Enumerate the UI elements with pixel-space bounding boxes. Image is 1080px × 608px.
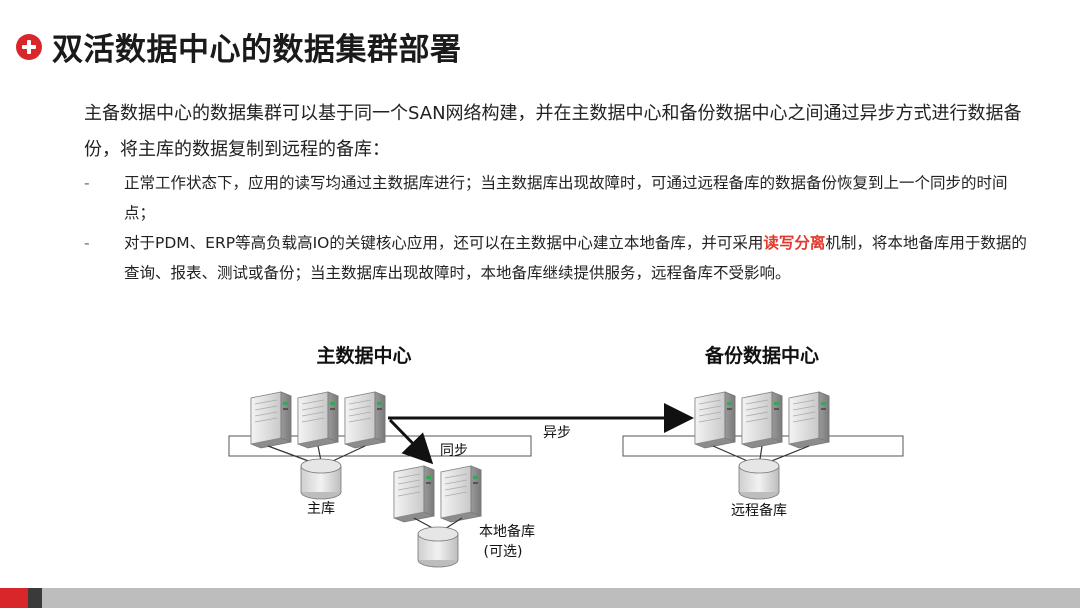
server-icon — [393, 465, 435, 523]
bullet-dash: - — [84, 234, 90, 252]
footer-bar — [0, 588, 1080, 608]
server-icon — [344, 391, 386, 449]
bullet-item-2: - 对于PDM、ERP等高负载高IO的关键核心应用，还可以在主数据中心建立本地备… — [84, 228, 1034, 288]
sync-label: 同步 — [440, 443, 468, 459]
architecture-diagram: 主数据中心 备份数据中心 主库 本地备库 (可选) 同步 异步 — [228, 344, 904, 568]
database-icon — [417, 526, 459, 568]
server-icon — [250, 391, 292, 449]
bullet-dash: - — [84, 174, 90, 192]
plus-icon — [16, 33, 42, 60]
database-icon — [738, 458, 780, 500]
primary-server-group — [250, 391, 386, 449]
backup-dc-title: 备份数据中心 — [704, 344, 819, 367]
local-db-optional: (可选) — [484, 544, 523, 560]
sync-arrow — [388, 418, 434, 465]
local-db-label: 本地备库 — [479, 523, 535, 540]
primary-dc-title: 主数据中心 — [316, 344, 411, 367]
main-db-label: 主库 — [307, 501, 335, 517]
page-title: 双活数据中心的数据集群部署 — [52, 32, 462, 68]
async-label: 异步 — [543, 425, 571, 441]
bullet-item-1: - 正常工作状态下，应用的读写均通过主数据库进行；当主数据库出现故障时，可通过远… — [84, 168, 1034, 228]
backup-server-group — [694, 391, 830, 449]
local-server-group — [393, 465, 482, 523]
footer-accent-red — [0, 588, 28, 608]
server-icon — [741, 391, 783, 449]
bullet-text-2-after: 机制，将本地备库用于数据的查询、报表、测试或备份；当主数据库出现故障时，本地备库… — [124, 234, 1027, 282]
server-icon — [440, 465, 482, 523]
title-row: 双活数据中心的数据集群部署 — [16, 24, 462, 69]
server-icon — [788, 391, 830, 449]
server-icon — [694, 391, 736, 449]
remote-db-label: 远程备库 — [731, 502, 787, 519]
highlight-rw-split: 读写分离 — [763, 234, 826, 252]
bullet-list: - 正常工作状态下，应用的读写均通过主数据库进行；当主数据库出现故障时，可通过远… — [84, 168, 1034, 288]
intro-paragraph: 主备数据中心的数据集群可以基于同一个SAN网络构建，并在主数据中心和备份数据中心… — [84, 103, 1022, 160]
footer-accent-dark — [28, 588, 42, 608]
bullet-text-2-before: 对于PDM、ERP等高负载高IO的关键核心应用，还可以在主数据中心建立本地备库，… — [124, 234, 764, 252]
database-icon — [300, 458, 342, 500]
bullet-text-1: 正常工作状态下，应用的读写均通过主数据库进行；当主数据库出现故障时，可通过远程备… — [124, 174, 1008, 222]
server-icon — [297, 391, 339, 449]
